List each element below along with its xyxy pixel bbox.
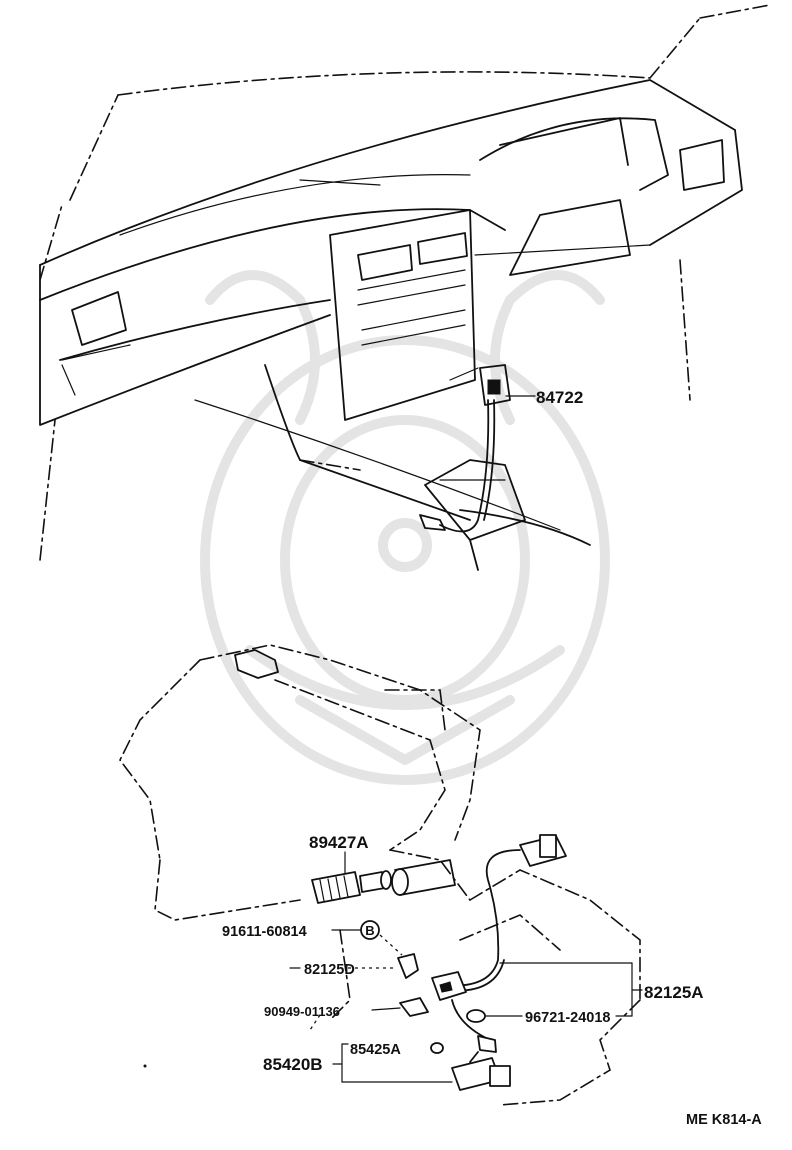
part-label-91611-60814: 91611-60814 (222, 924, 307, 940)
part-label-82125A: 82125A (644, 983, 704, 1002)
part-label-96721-24018: 96721-24018 (525, 1010, 610, 1026)
part-label-84722: 84722 (536, 388, 583, 407)
speed-sensor-89427A (311, 870, 392, 904)
figure-code: ME K814-A (686, 1112, 762, 1128)
svg-text:B: B (365, 923, 374, 938)
part-label-82125D: 82125D (304, 962, 355, 978)
part-label-90949-01136: 90949-01136 (264, 1004, 340, 1019)
part-label-89427A: 89427A (309, 833, 369, 852)
part-label-85420B: 85420B (263, 1055, 323, 1074)
transmission-illustration (119, 644, 641, 1106)
dashboard-illustration (39, 4, 771, 571)
wire-harness-82125A (431, 834, 567, 1053)
solenoid-85420B (451, 1051, 511, 1091)
bolt-symbol-icon: B (360, 920, 380, 940)
part-label-85425A: 85425A (350, 1042, 401, 1058)
